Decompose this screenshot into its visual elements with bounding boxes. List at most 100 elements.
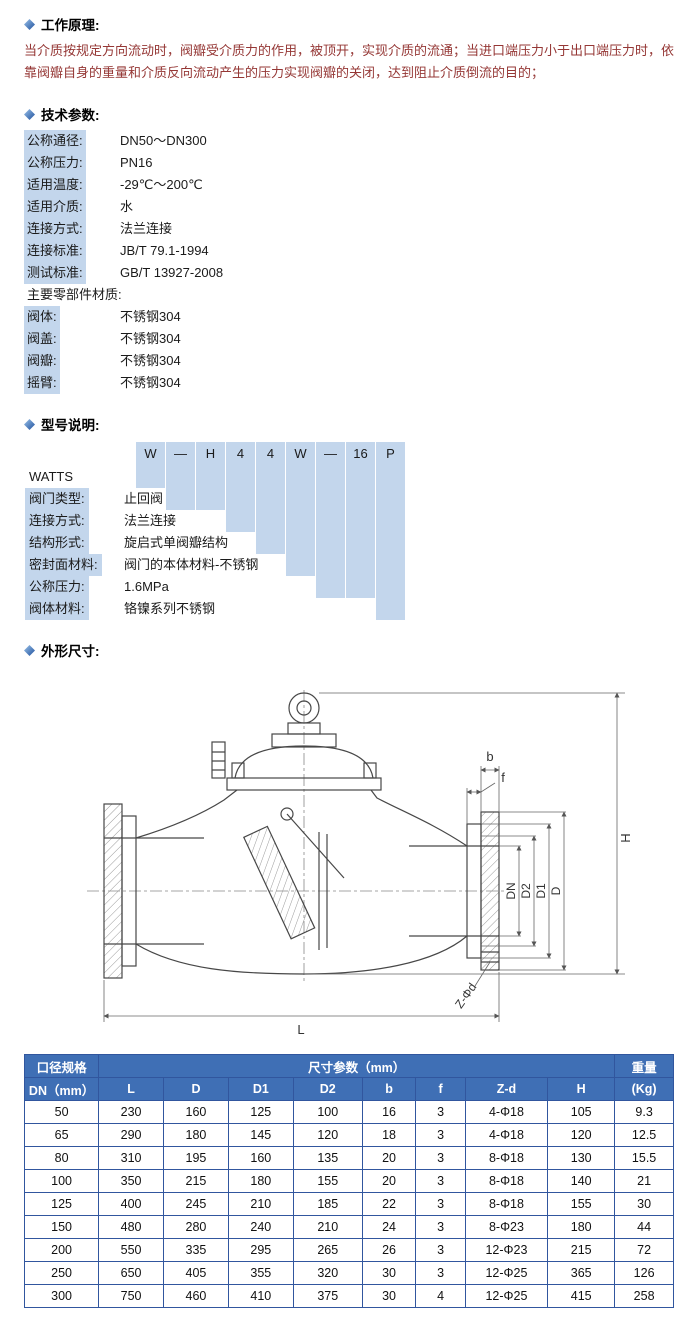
table-cell: 400 xyxy=(98,1192,165,1217)
table-cell: 16 xyxy=(361,1100,417,1125)
table-cell: 72 xyxy=(614,1238,674,1263)
section-heading-tech: 技术参数: xyxy=(24,104,674,124)
table-cell: 50 xyxy=(23,1100,100,1125)
dimension-drawing-area: b f H DN D2 D1 D Z-Φd L xyxy=(24,666,674,1044)
table-cell: 210 xyxy=(227,1192,294,1217)
valve-dimension-drawing: b f H DN D2 D1 D Z-Φd L xyxy=(87,690,633,1037)
table-cell: 65 xyxy=(23,1123,100,1148)
column-header: L xyxy=(98,1077,165,1102)
table-cell: 280 xyxy=(163,1215,229,1240)
model-code: W xyxy=(294,446,307,462)
table-cell: 215 xyxy=(163,1169,229,1194)
table-cell: 15.5 xyxy=(614,1146,674,1171)
model-desc-value: 止回阀 xyxy=(124,491,164,507)
tech-param-row: 适用温度:-29℃～200℃ xyxy=(24,174,674,197)
table-cell: 18 xyxy=(361,1123,417,1148)
table-cell: 405 xyxy=(163,1261,229,1286)
table-cell: 8-Φ18 xyxy=(464,1146,549,1171)
tech-param-value: 不锈钢304 xyxy=(120,331,181,347)
tech-param-row: 摇臂:不锈钢304 xyxy=(24,372,674,395)
tech-param-value: 不锈钢304 xyxy=(120,375,181,391)
tech-param-label: 连接方式: xyxy=(24,218,86,241)
table-cell: 290 xyxy=(98,1123,165,1148)
table-cell: 26 xyxy=(361,1238,417,1263)
table-cell: 155 xyxy=(292,1169,363,1194)
model-code-bar: 4 xyxy=(226,442,255,533)
table-cell: 24 xyxy=(361,1215,417,1240)
tech-param-row: 连接标准: JB/T 79.1-1994 xyxy=(24,240,674,263)
table-cell: 3 xyxy=(415,1146,466,1171)
table-cell: 415 xyxy=(547,1284,616,1309)
model-code-bar: H xyxy=(196,442,225,511)
column-header: Z-d xyxy=(464,1077,549,1102)
column-header: DN（mm） xyxy=(23,1077,100,1102)
column-group-header: 口径规格 xyxy=(23,1054,100,1079)
table-cell: 3 xyxy=(415,1238,466,1263)
table-cell: 3 xyxy=(415,1261,466,1286)
table-cell: 8-Φ23 xyxy=(464,1215,549,1240)
model-desc-label: WATTS xyxy=(29,469,74,485)
table-cell: 20 xyxy=(361,1169,417,1194)
table-cell: 120 xyxy=(547,1123,616,1148)
table-cell: 195 xyxy=(163,1146,229,1171)
tech-param-row: 适用介质:水 xyxy=(24,196,674,219)
tech-param-label: 阀体: xyxy=(24,306,60,329)
table-cell: 3 xyxy=(415,1100,466,1125)
section-title: 工作原理: xyxy=(41,18,100,33)
dim-label-DN: DN xyxy=(504,883,518,900)
tech-param-row: 阀盖:不锈钢304 xyxy=(24,328,674,351)
column-group-header: 尺寸参数（mm） xyxy=(98,1054,616,1079)
model-code: — xyxy=(324,446,337,462)
tech-param-value: DN50～DN300 xyxy=(120,133,207,149)
model-code-bar: W xyxy=(136,442,165,489)
valve-body-outline xyxy=(103,692,500,979)
tech-param-value: 水 xyxy=(120,199,134,215)
section-heading-dimensions: 外形尺寸: xyxy=(24,640,674,660)
model-code: W xyxy=(144,446,157,462)
tech-param-row: 公称通径:DN50～DN300 xyxy=(24,130,674,153)
dim-label-D1: D1 xyxy=(534,883,548,899)
table-cell: 650 xyxy=(98,1261,165,1286)
model-code-bar: 4 xyxy=(256,442,285,555)
table-cell: 160 xyxy=(227,1146,294,1171)
model-desc-value: 旋启式单阀瓣结构 xyxy=(124,535,229,551)
model-code-bar: — xyxy=(166,442,195,511)
table-cell: 185 xyxy=(292,1192,363,1217)
table-cell: 265 xyxy=(292,1238,363,1263)
table-cell: 410 xyxy=(227,1284,294,1309)
table-cell: 3 xyxy=(415,1215,466,1240)
table-cell: 105 xyxy=(547,1100,616,1125)
model-desc-row: 阀门类型:止回阀 xyxy=(24,488,674,511)
tech-param-label: 阀瓣: xyxy=(24,350,60,373)
tech-param-value: JB/T 79.1-1994 xyxy=(120,243,209,259)
tech-param-row: 公称压力:PN16 xyxy=(24,152,674,175)
section-diamond-icon xyxy=(24,108,35,120)
column-header: (Kg) xyxy=(614,1077,674,1102)
table-cell: 160 xyxy=(163,1100,229,1125)
centerlines xyxy=(87,690,504,985)
model-code: 4 xyxy=(266,446,275,462)
table-cell: 335 xyxy=(163,1238,229,1263)
model-desc-value: 法兰连接 xyxy=(124,513,177,529)
table-cell: 80 xyxy=(23,1146,100,1171)
table-cell: 30 xyxy=(361,1261,417,1286)
tech-param-row: 测试标准:GB/T 13927-2008 xyxy=(24,262,674,285)
model-desc-row: 结构形式:旋启式单阀瓣结构 xyxy=(24,532,674,555)
table-cell: 125 xyxy=(23,1192,100,1217)
table-cell: 295 xyxy=(227,1238,294,1263)
dim-label-D: D xyxy=(549,887,563,896)
table-cell: 180 xyxy=(163,1123,229,1148)
model-desc-label: 密封面材料: xyxy=(25,554,102,577)
table-cell: 120 xyxy=(292,1123,363,1148)
table-cell: 355 xyxy=(227,1261,294,1286)
tech-param-label: 连接标准: xyxy=(24,240,86,263)
model-desc-label: 阀体材料: xyxy=(25,598,89,621)
